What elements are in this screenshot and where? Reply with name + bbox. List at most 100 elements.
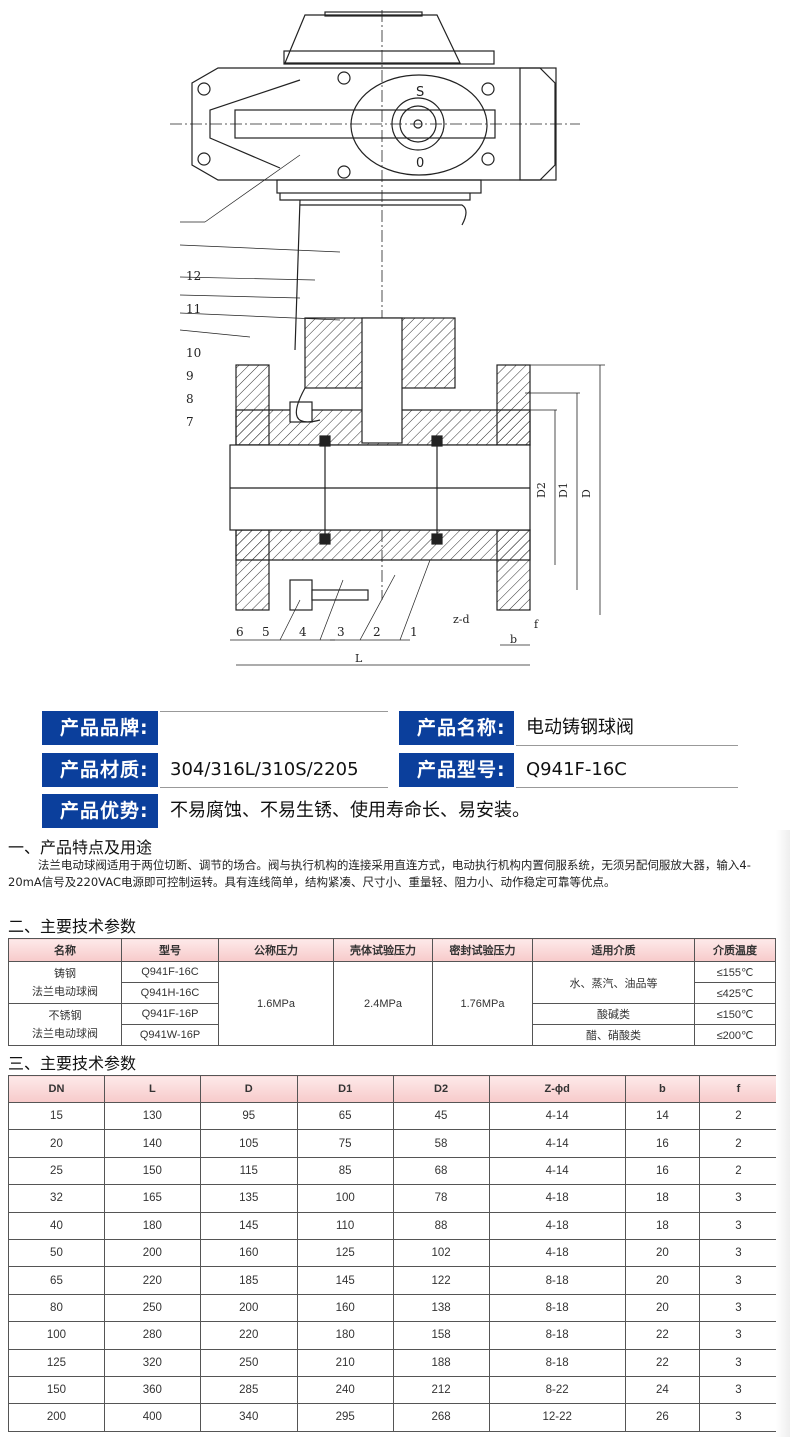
medium: 水、蒸汽、油品等 — [532, 961, 695, 1004]
table-cell: 250 — [103, 1293, 201, 1323]
table-cell: 110 — [296, 1211, 394, 1240]
model-value: Q941F-16C — [516, 753, 738, 788]
table-cell: 105 — [199, 1129, 298, 1158]
table-cell: 4-18 — [488, 1184, 626, 1213]
table-cell: 3 — [698, 1184, 779, 1213]
table-cell: 18 — [624, 1184, 700, 1213]
table-cell: 20 — [624, 1293, 700, 1323]
table-cell: 150 — [8, 1375, 105, 1405]
table-cell: 22 — [624, 1321, 700, 1350]
table-cell: 145 — [296, 1266, 394, 1295]
col-header: 适用介质 — [532, 938, 695, 962]
table-cell: 145 — [199, 1211, 298, 1240]
table-cell: 26 — [624, 1403, 700, 1432]
shell-test-pressure: 2.4MPa — [333, 961, 433, 1046]
table-cell: 200 — [8, 1403, 105, 1432]
table-cell: 115 — [199, 1156, 298, 1186]
table-cell: 285 — [199, 1375, 298, 1405]
table-cell: 220 — [199, 1321, 298, 1350]
col-header: Z-ϕd — [488, 1075, 626, 1103]
medium: 酸碱类 — [532, 1003, 695, 1025]
table-cell: 3 — [698, 1375, 779, 1405]
table-cell: 340 — [199, 1403, 298, 1432]
col-header: 密封试验压力 — [432, 938, 533, 962]
col-header: DN — [8, 1075, 105, 1103]
part-6: 6 — [236, 625, 244, 639]
model: Q941F-16C — [121, 961, 219, 983]
advantage-label: 产品优势: — [42, 794, 158, 828]
dim-z-d: z-d — [453, 613, 470, 626]
table-cell: 22 — [624, 1348, 700, 1377]
table-cell: 65 — [8, 1266, 105, 1295]
table-cell: 360 — [103, 1375, 201, 1405]
part-10: 10 — [186, 346, 201, 360]
model-label: 产品型号: — [399, 753, 514, 787]
table-cell: 280 — [103, 1321, 201, 1350]
dial-label-0: 0 — [416, 156, 424, 171]
col-header: b — [624, 1075, 700, 1103]
table-cell: 212 — [392, 1375, 490, 1405]
temperature: ≤200℃ — [694, 1024, 776, 1046]
table-cell: 140 — [103, 1129, 201, 1158]
table-cell: 4-18 — [488, 1238, 626, 1268]
table-cell: 160 — [296, 1293, 394, 1323]
table-cell: 25 — [8, 1156, 105, 1186]
advantage-value: 不易腐蚀、不易生锈、使用寿命长、易安装。 — [170, 800, 530, 821]
table-cell: 65 — [296, 1101, 394, 1131]
seal-test-pressure: 1.76MPa — [432, 961, 533, 1046]
table-cell: 16 — [624, 1129, 700, 1158]
table-cell: 4-14 — [488, 1129, 626, 1158]
valve-body — [229, 317, 531, 611]
valve-cross-section-drawing: S 0 — [170, 10, 605, 666]
product-name: 不锈钢 法兰电动球阀 — [8, 1003, 122, 1046]
spec-table-models: 名称 型号 公称压力 壳体试验压力 密封试验压力 适用介质 介质温度 铸钢 法兰… — [8, 938, 776, 1046]
table-cell: 200 — [199, 1293, 298, 1323]
table-cell: 2 — [698, 1101, 779, 1131]
table-cell: 3 — [698, 1293, 779, 1323]
col-header: 公称压力 — [218, 938, 334, 962]
table-cell: 8-18 — [488, 1321, 626, 1350]
table-cell: 135 — [199, 1184, 298, 1213]
table-cell: 185 — [199, 1266, 298, 1295]
table-cell: 16 — [624, 1156, 700, 1186]
material-label: 产品材质: — [42, 753, 158, 787]
table-cell: 125 — [296, 1238, 394, 1268]
col-header: D2 — [392, 1075, 490, 1103]
actuator-housing: S 0 — [191, 11, 557, 351]
table-cell: 95 — [199, 1101, 298, 1131]
col-header: D — [199, 1075, 298, 1103]
table-cell: 88 — [392, 1211, 490, 1240]
model: Q941H-16C — [121, 982, 219, 1004]
table-cell: 50 — [8, 1238, 105, 1268]
part-3: 3 — [337, 625, 345, 639]
table-cell: 220 — [103, 1266, 201, 1295]
dim-l: L — [355, 652, 363, 665]
table-cell: 20 — [624, 1238, 700, 1268]
table-cell: 8-18 — [488, 1348, 626, 1377]
table-cell: 160 — [199, 1238, 298, 1268]
table-cell: 102 — [392, 1238, 490, 1268]
table-cell: 180 — [103, 1211, 201, 1240]
table-cell: 240 — [296, 1375, 394, 1405]
section1-title: 一、产品特点及用途 — [8, 838, 153, 857]
section1-text: 法兰电动球阀适用于两位切断、调节的场合。阀与执行机构的连接采用直连方式，电动执行… — [8, 858, 751, 889]
part-11: 11 — [186, 302, 201, 316]
table-cell: 3 — [698, 1211, 779, 1240]
temperature: ≤150℃ — [694, 1003, 776, 1025]
col-header: 型号 — [121, 938, 219, 962]
table-cell: 210 — [296, 1348, 394, 1377]
dim-b: b — [510, 633, 517, 646]
part-12: 12 — [186, 269, 201, 283]
dim-f: f — [534, 618, 539, 631]
table-cell: 3 — [698, 1403, 779, 1432]
table-cell: 165 — [103, 1184, 201, 1213]
table-cell: 130 — [103, 1101, 201, 1131]
dimension-lines — [236, 364, 605, 666]
